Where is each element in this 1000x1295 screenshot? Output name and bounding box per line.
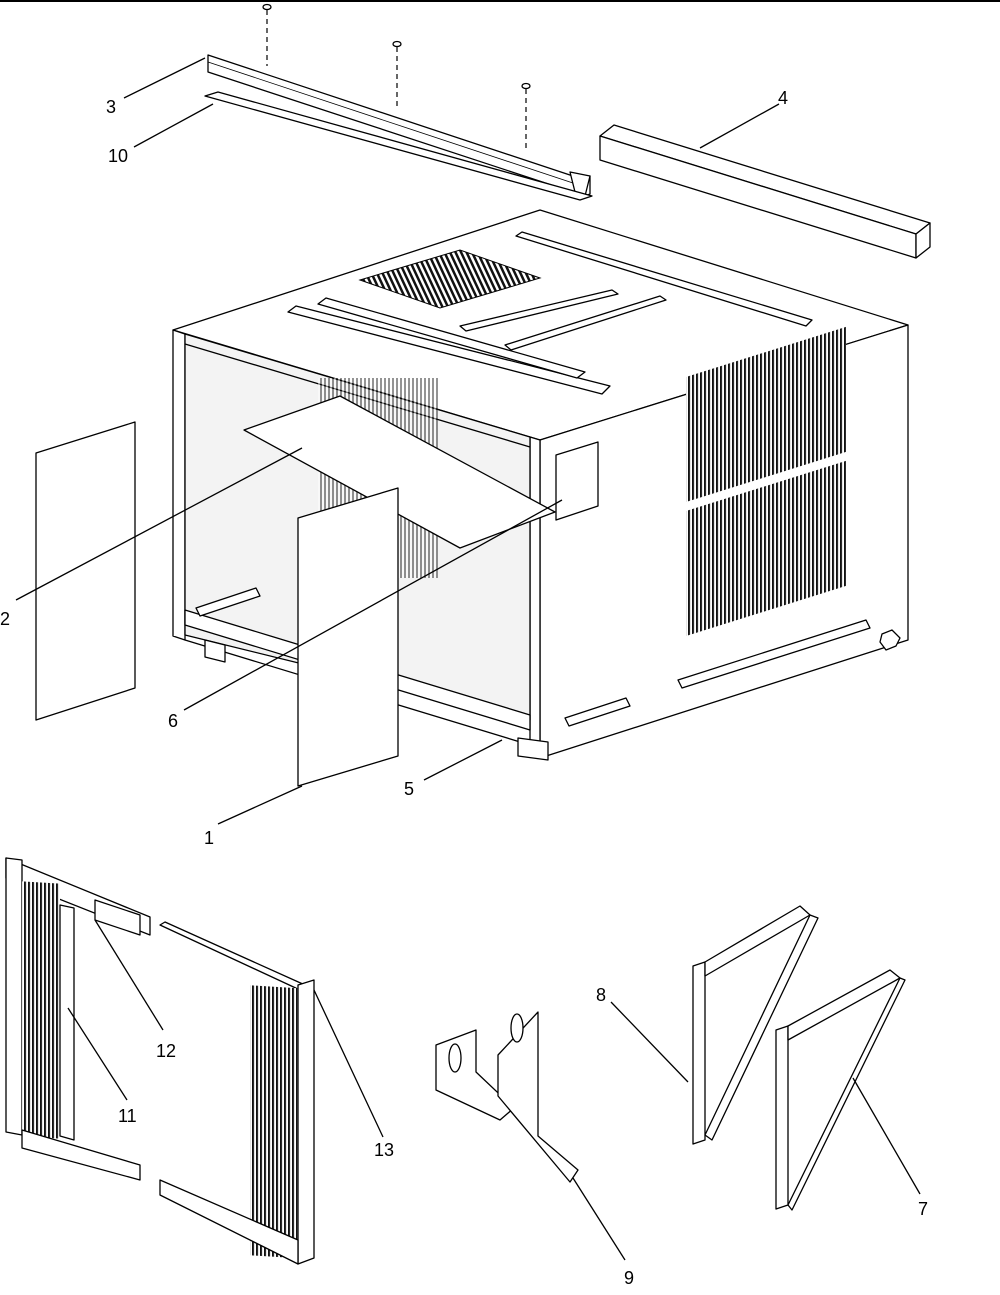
top-slots <box>287 231 813 395</box>
callout-9: 9 <box>624 1268 634 1288</box>
callout-7: 7 <box>918 1199 928 1219</box>
foam-strip-part-4 <box>599 124 931 259</box>
callout-10: 10 <box>108 146 128 166</box>
side-hex-nut-icon <box>879 629 901 651</box>
callout-4: 4 <box>778 88 788 108</box>
callout-13: 13 <box>374 1140 394 1160</box>
side-slot-lower <box>564 697 631 727</box>
channel-part-12 <box>94 899 141 936</box>
screws <box>262 3 531 148</box>
curtain-right-part-13 <box>159 921 315 1265</box>
insulation-panel-left <box>35 421 136 721</box>
top-rail-part-3 <box>207 54 591 197</box>
callout-2: 2 <box>0 609 10 629</box>
side-louver-upper <box>686 326 846 503</box>
support-bracket-part-7 <box>775 969 906 1211</box>
top-grille <box>358 249 542 309</box>
leader-lines <box>15 57 921 1261</box>
screw-icon <box>392 40 402 106</box>
screw-icon <box>262 3 272 66</box>
support-bracket-part-8 <box>692 905 819 1145</box>
callout-1: 1 <box>204 828 214 848</box>
side-louver-lower <box>686 460 846 637</box>
callout-6: 6 <box>168 711 178 731</box>
side-slot <box>677 619 871 689</box>
callout-12: 12 <box>156 1041 176 1061</box>
gasket-part-10 <box>204 91 593 201</box>
curtain-left-part-11 <box>5 857 151 1181</box>
divider-panel-part-1 <box>297 487 399 787</box>
mounting-bracket-part-9 <box>435 1011 579 1183</box>
callout-11: 11 <box>118 1106 137 1126</box>
rating-label <box>555 441 599 521</box>
inner-slot <box>195 587 261 617</box>
screw-icon <box>521 82 531 148</box>
callout-8: 8 <box>596 985 606 1005</box>
callout-3: 3 <box>106 97 116 117</box>
callout-5: 5 <box>404 779 414 799</box>
